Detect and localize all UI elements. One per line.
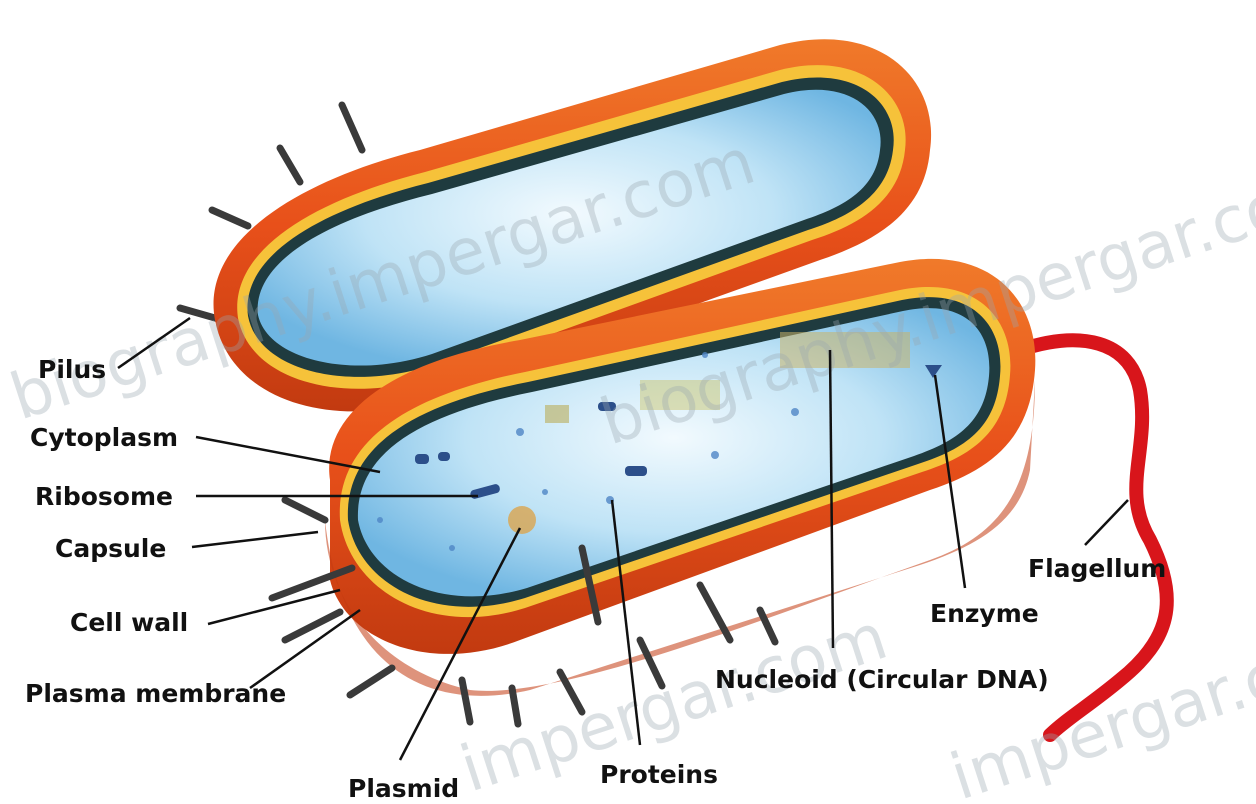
label-flagellum: Flagellum xyxy=(1028,554,1166,583)
label-plasma-membrane: Plasma membrane xyxy=(25,679,286,708)
label-capsule: Capsule xyxy=(55,534,166,563)
label-cytoplasm: Cytoplasm xyxy=(30,423,178,452)
capsule-pointer xyxy=(192,532,318,547)
label-ribosome: Ribosome xyxy=(35,482,173,511)
label-enzyme: Enzyme xyxy=(930,599,1039,628)
label-plasmid: Plasmid xyxy=(348,774,459,803)
plasma-membrane-pointer xyxy=(250,610,360,688)
label-pilus: Pilus xyxy=(38,355,106,384)
label-nucleoid: Nucleoid (Circular DNA) xyxy=(715,665,1049,694)
plasmid xyxy=(508,506,536,534)
label-proteins: Proteins xyxy=(600,760,718,789)
flagellum-pointer xyxy=(1085,500,1128,545)
nucleoid-left xyxy=(545,405,569,423)
label-cell-wall: Cell wall xyxy=(70,608,188,637)
watermark-4: impergar.com xyxy=(942,608,1256,804)
